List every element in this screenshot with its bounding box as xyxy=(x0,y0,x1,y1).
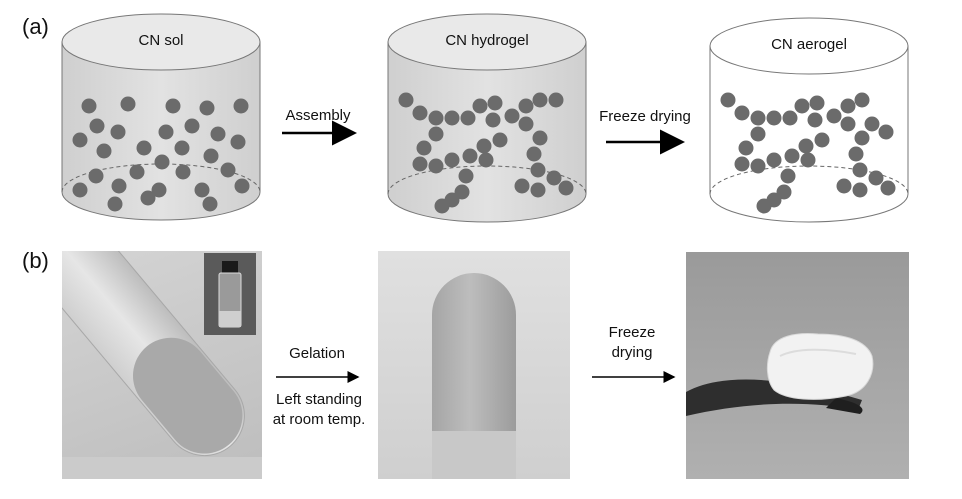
panel-b-label: (b) xyxy=(22,248,49,273)
arrow-label-freeze-drying: Freeze drying xyxy=(599,108,691,125)
cylinder-cn-hydrogel xyxy=(387,13,587,223)
stage-label-cn-sol: CN sol xyxy=(138,32,184,49)
stage-label-cn-hydrogel: CN hydrogel xyxy=(445,32,529,49)
label-left-standing: Left standing xyxy=(276,391,362,408)
label-gelation: Gelation xyxy=(289,345,345,362)
label-freeze: Freeze xyxy=(608,324,656,341)
inset-vial-photo xyxy=(204,253,256,335)
photo-cn-sol-test-tube xyxy=(62,251,262,479)
cylinder-cn-sol xyxy=(61,13,261,221)
label-drying: drying xyxy=(611,344,653,361)
cylinder-cn-aerogel xyxy=(709,17,909,223)
arrow-label-assembly: Assembly xyxy=(285,107,351,124)
photo-cn-aerogel-on-leaf xyxy=(686,252,909,479)
label-room-temp: at room temp. xyxy=(272,411,366,428)
photo-cn-hydrogel-tube xyxy=(378,251,570,479)
stage-label-cn-aerogel: CN aerogel xyxy=(771,36,847,53)
panel-a-label: (a) xyxy=(22,14,49,39)
panel-a-diagram xyxy=(61,13,909,223)
